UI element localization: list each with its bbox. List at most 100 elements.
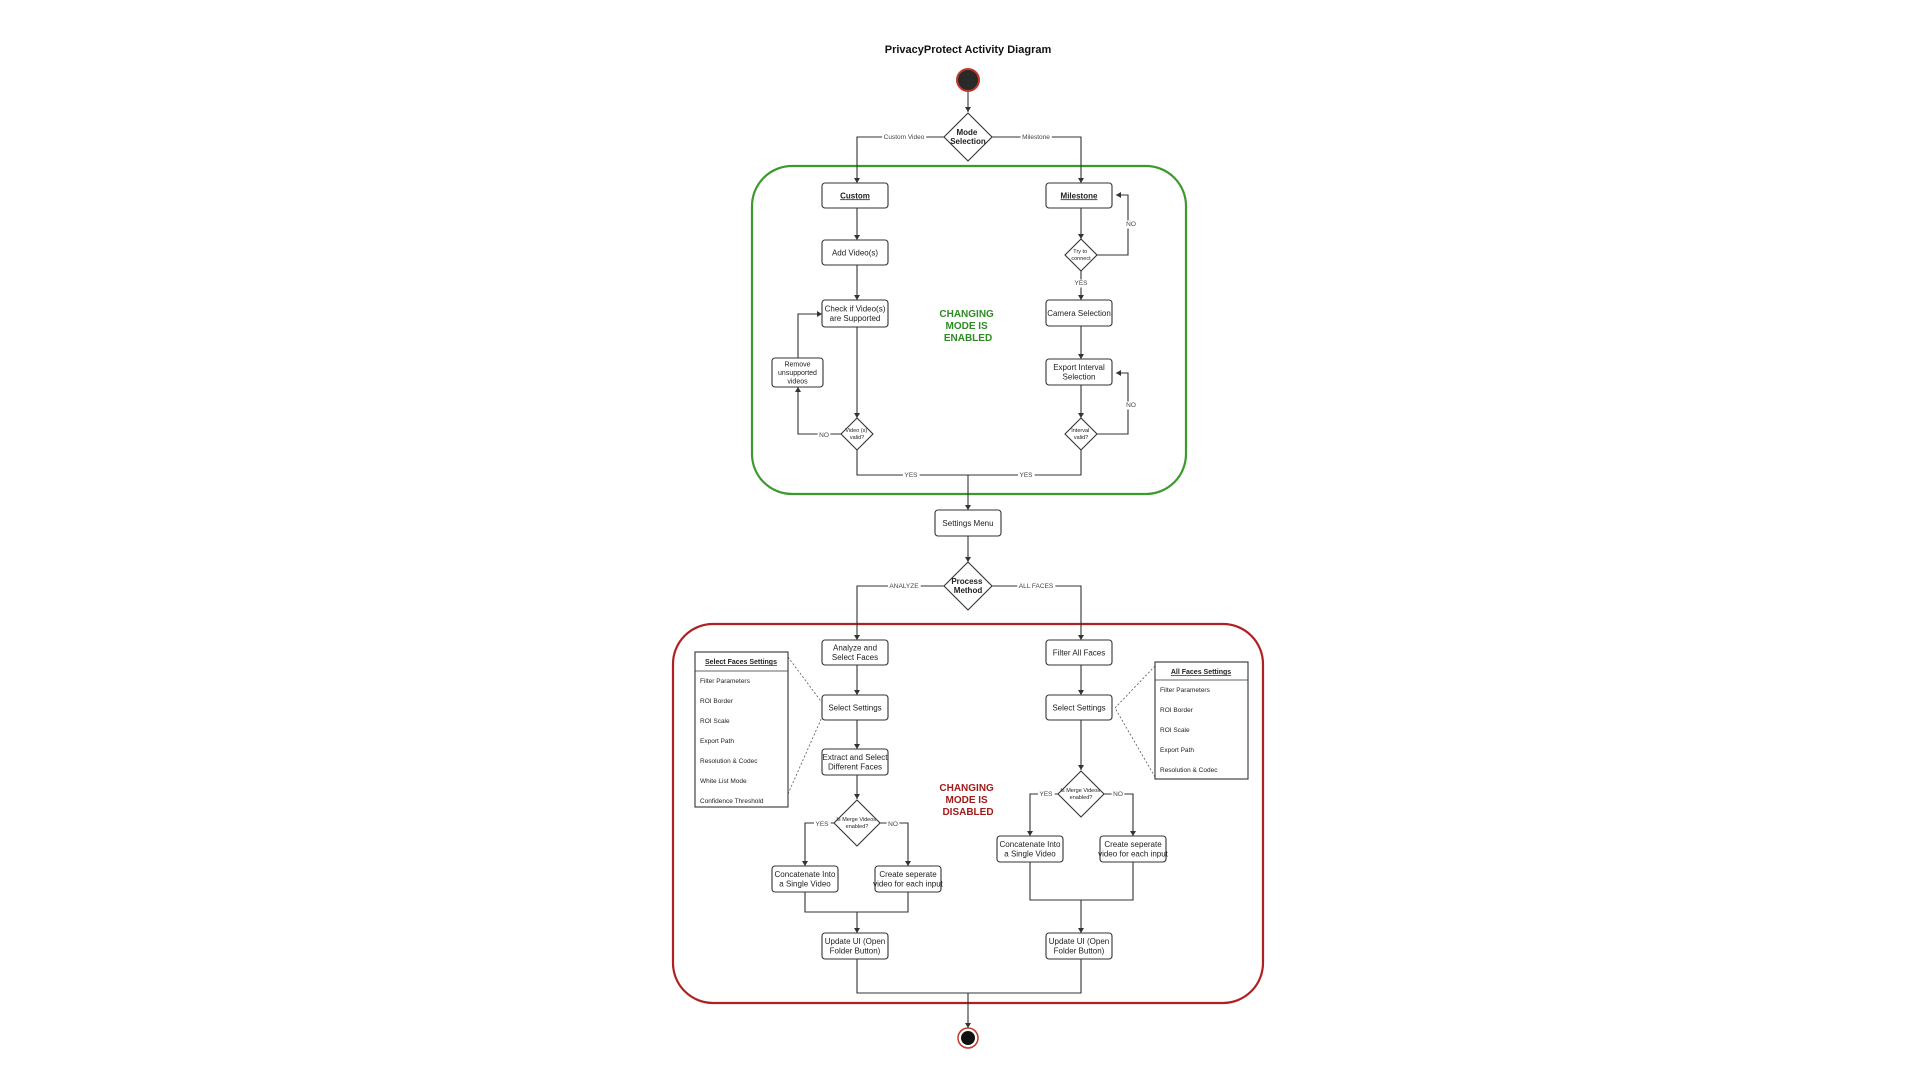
select-faces-connector-top: [787, 656, 827, 709]
node-extract-select-line-1: Extract and Select: [823, 753, 889, 762]
edge-interval-yes: [968, 450, 1082, 476]
merge-left-decision: Is Merge Videos enabled?: [833, 799, 881, 847]
node-select-settings-right-label: Select Settings: [1052, 703, 1105, 712]
node-analyze-select-line-1: Analyze and: [833, 644, 877, 653]
arrowhead: [1078, 295, 1084, 300]
node-concat-right-line-2: a Single Video: [1004, 850, 1056, 859]
node-camera-selection-box: [1045, 299, 1113, 327]
arrowhead: [854, 413, 860, 418]
node-filter-all-line-1: Filter All Faces: [1053, 648, 1105, 657]
node-export-interval-box: [1045, 358, 1113, 386]
select-faces-panel-item: Confidence Threshold: [700, 798, 764, 805]
disabled-line-3: DISABLED: [942, 807, 993, 818]
node-check-supported-line-2: are Supported: [830, 314, 881, 323]
node-camera-selection: Camera Selection: [1045, 299, 1113, 327]
edge-mode-to-milestone: [992, 136, 1082, 183]
node-concat-left-box: [771, 865, 839, 893]
start-node: [956, 68, 980, 92]
video-valid-line-1: Video (s): [845, 428, 867, 434]
merge-left-diamond: [833, 799, 881, 847]
arrowhead: [965, 505, 971, 510]
arrowhead: [854, 794, 860, 799]
all-faces-panel-item: Resolution & Codec: [1160, 767, 1218, 774]
arrowhead: [1078, 635, 1084, 640]
try-connect-line-1: Try to: [1073, 249, 1087, 255]
end-node-core: [961, 1031, 975, 1045]
merge-right-line-1: Is Merge Videos: [1060, 788, 1100, 794]
node-check-supported-label: Check if Video(s)are Supported: [825, 305, 886, 324]
interval-valid-diamond: [1064, 417, 1098, 451]
node-export-interval-line-1: Export Interval: [1053, 363, 1105, 372]
edge-update-right-to-end: [968, 959, 1082, 994]
edge-label-merge-left-yes: YES: [815, 821, 829, 828]
node-remove-unsupported-line-1: Remove: [784, 361, 810, 368]
node-update-right-box: [1045, 932, 1113, 960]
node-remove-unsupported-line-2: unsupported: [778, 370, 817, 377]
arrowhead: [854, 635, 860, 640]
arrowhead: [854, 928, 860, 933]
mode-selection-text: Mode Selection: [950, 128, 986, 146]
all-faces-panel-item: Export Path: [1160, 747, 1194, 754]
node-concat-right-line-1: Concatenate Into: [1000, 840, 1061, 849]
process-line-2: Method: [954, 586, 983, 595]
edge-label-milestone: Milestone: [1022, 134, 1050, 141]
node-check-supported-box: [821, 299, 889, 328]
node-custom-box: [821, 182, 889, 209]
process-method-diamond: [943, 561, 993, 611]
node-add-videos: Add Video(s): [821, 239, 889, 266]
changing-mode-disabled-label: CHANGING MODE IS DISABLED: [939, 783, 996, 818]
edge-label-background: [886, 820, 900, 829]
mode-selection-decision: Mode Selection: [943, 112, 993, 162]
arrowhead: [1078, 928, 1084, 933]
node-update-left-line-1: Update UI (Open: [825, 937, 885, 946]
arrowhead: [1078, 413, 1084, 418]
node-check-supported: Check if Video(s)are Supported: [821, 299, 889, 328]
node-separate-right-box: [1099, 835, 1167, 863]
select-faces-panel-item: White List Mode: [700, 778, 747, 785]
interval-valid-line-2: valid?: [1074, 435, 1088, 441]
merge-left-text: Is Merge Videos enabled?: [836, 817, 877, 830]
edge-label-background: [813, 820, 831, 829]
edge-label-background: [1017, 582, 1056, 591]
enabled-line-2: MODE IS: [945, 321, 988, 332]
all-faces-panel-title: All Faces Settings: [1171, 669, 1231, 676]
video-valid-text: Video (s) valid?: [845, 428, 868, 441]
node-update-right-line-1: Update UI (Open: [1049, 937, 1109, 946]
arrowhead: [854, 178, 860, 183]
process-method-text: Process Method: [951, 577, 984, 595]
node-custom: Custom: [821, 182, 889, 209]
edge-merge-left-yes: [804, 822, 835, 866]
node-select-settings-right: Select Settings: [1045, 694, 1113, 721]
arrowhead: [1078, 178, 1084, 183]
node-extract-select-line-2: Different Faces: [828, 763, 882, 772]
node-extract-select-box: [821, 748, 889, 776]
enabled-line-3: ENABLED: [944, 333, 992, 344]
node-remove-unsupported-box: [771, 357, 824, 388]
edge-label-analyze: ANALYZE: [889, 583, 919, 590]
edge-label-background: [1111, 790, 1125, 799]
node-add-videos-line-1: Add Video(s): [832, 248, 878, 257]
arrowhead: [854, 690, 860, 695]
select-faces-settings-panel: Select Faces Settings Filter ParametersR…: [694, 651, 789, 808]
node-settings-menu-box: [934, 509, 1002, 537]
arrowhead: [1027, 831, 1033, 836]
try-connect-diamond: [1064, 238, 1098, 272]
select-faces-panel-item: ROI Scale: [700, 718, 730, 725]
edge-merge-right-yes: [1029, 793, 1059, 836]
edge-process-analyze: [856, 585, 944, 640]
node-update-right-line-2: Folder Button): [1054, 947, 1105, 956]
node-add-videos-box: [821, 239, 889, 266]
edges: [795, 91, 1136, 1028]
node-concat-right-box: [996, 835, 1064, 863]
edge-label-background: [1020, 133, 1052, 142]
changing-mode-enabled-label: CHANGING MODE IS ENABLED: [939, 309, 996, 344]
edge-label-merge-right-no: NO: [1113, 791, 1123, 798]
